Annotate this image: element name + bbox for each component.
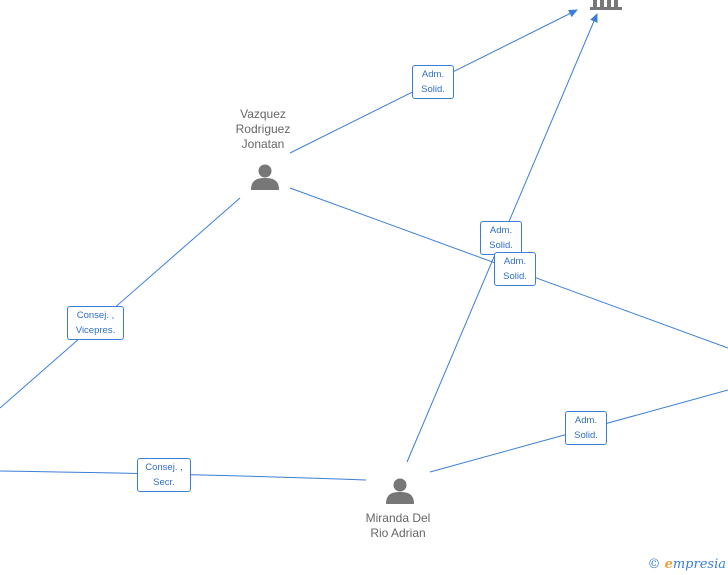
edge-label-miranda-left: Consej. , Secr. <box>137 458 191 492</box>
edge-miranda-left <box>0 470 367 481</box>
building-icon[interactable] <box>590 0 622 10</box>
edge-vazquez-left <box>0 197 241 409</box>
edge-label-vazquez-left: Consej. , Vicepres. <box>67 306 124 340</box>
edge-label-miranda-right: Adm. Solid. <box>565 411 607 445</box>
person-name-miranda[interactable]: Miranda Del Rio Adrian <box>365 511 431 540</box>
person-name-vazquez[interactable]: Vazquez Rodriguez Jonatan <box>235 107 291 151</box>
edge-label-vazquez-company: Adm. Solid. <box>412 65 454 99</box>
empresia-watermark: © empresia <box>647 557 726 572</box>
brand-initial: e <box>664 557 673 572</box>
edge-label-miranda-company: Adm. Solid. <box>480 221 522 255</box>
person-icon[interactable] <box>251 164 279 191</box>
person-icon[interactable] <box>386 478 414 505</box>
edge-label-vazquez-right: Adm. Solid. <box>494 252 536 286</box>
copyright-symbol: © <box>647 557 661 572</box>
brand-name: mpresia <box>672 557 726 572</box>
